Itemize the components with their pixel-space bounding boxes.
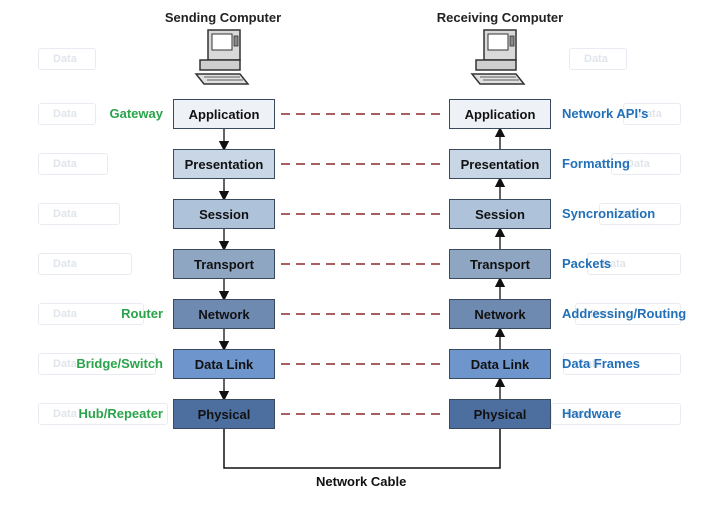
function-label-network: Addressing/Routing <box>562 306 687 321</box>
sending-computer-title: Sending Computer <box>164 10 282 25</box>
ghost-packet-left: Data <box>38 153 108 175</box>
receiving-computer-icon <box>470 29 526 85</box>
ghost-packet-right: Data <box>611 153 681 175</box>
ghost-packet-right: Data <box>599 203 681 225</box>
ghost-packet-right: Data <box>551 403 681 425</box>
function-label-application: Network API's <box>562 106 649 121</box>
receiving-layer-physical: Physical <box>449 399 551 429</box>
ghost-packet-right: Data <box>563 353 681 375</box>
sending-layer-physical: Physical <box>173 399 275 429</box>
ghost-packet-left: Data <box>38 48 96 70</box>
device-label-application: Gateway <box>109 106 163 121</box>
receiving-layer-network: Network <box>449 299 551 329</box>
ghost-packet-left: Data <box>38 253 132 275</box>
ghost-packet-right: Data <box>575 303 681 325</box>
receiving-layer-application: Application <box>449 99 551 129</box>
ghost-packet-left: Data <box>38 353 156 375</box>
function-label-data-link: Data Frames <box>562 356 641 371</box>
ghost-packet-left: Data <box>38 203 120 225</box>
receiving-layer-transport: Transport <box>449 249 551 279</box>
receiving-layer-presentation: Presentation <box>449 149 551 179</box>
sending-layer-application: Application <box>173 99 275 129</box>
ghost-packet-left: Data <box>38 403 168 425</box>
sending-layer-transport: Transport <box>173 249 275 279</box>
ghost-packet-right: Data <box>587 253 681 275</box>
ghost-packet-right: Data <box>623 103 681 125</box>
receiving-layer-data-link: Data Link <box>449 349 551 379</box>
function-label-physical: Hardware <box>562 406 622 421</box>
receiving-computer-title: Receiving Computer <box>436 10 564 25</box>
device-label-network: Router <box>121 306 163 321</box>
function-label-session: Syncronization <box>562 206 656 221</box>
sending-computer-icon <box>194 29 250 85</box>
receiving-layer-session: Session <box>449 199 551 229</box>
sending-layer-session: Session <box>173 199 275 229</box>
device-label-data-link: Bridge/Switch <box>76 356 163 371</box>
function-label-presentation: Formatting <box>562 156 630 171</box>
ghost-packet-right: Data <box>569 48 627 70</box>
function-label-transport: Packets <box>562 256 612 271</box>
device-label-physical: Hub/Repeater <box>78 406 163 421</box>
sending-layer-network: Network <box>173 299 275 329</box>
ghost-packet-left: Data <box>38 303 144 325</box>
ghost-packet-left: Data <box>38 103 96 125</box>
sending-layer-data-link: Data Link <box>173 349 275 379</box>
sending-layer-presentation: Presentation <box>173 149 275 179</box>
network-cable-label: Network Cable <box>316 474 407 489</box>
